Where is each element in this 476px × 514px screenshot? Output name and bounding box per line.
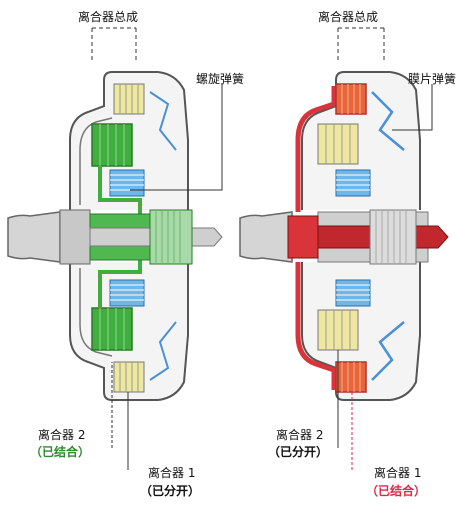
left-coil-spring-callout [130,84,223,191]
right-assembly-bracket [337,27,385,62]
coil-spring-label: 螺旋弹簧 [196,72,245,86]
right-housing-top [301,71,421,210]
right-diaphragm-top [371,91,405,151]
right-clutch2-label: 离合器 2 [276,428,324,442]
left-clutch2-state: （已结合） [30,445,91,459]
left-shaft [7,209,223,265]
right-clutch2-plates-bottom [317,309,359,351]
right-clutch-assembly [239,27,449,470]
left-diaphragm-bottom [149,321,177,381]
left-coil-spring-bottom [109,279,145,307]
right-clutch1-state: （已结合） [366,484,427,498]
right-diaphragm-callout [392,84,433,131]
right-clutch2-plates-top [317,123,359,165]
diaphragm-spring-label: 膜片弹簧 [408,72,457,86]
left-clutch1-plates-bottom [113,361,145,393]
right-assembly-label: 离合器总成 [318,10,379,24]
left-clutch2-plates-top [91,123,142,215]
right-coil-spring-top [335,169,371,197]
left-inner-line-top [79,117,113,205]
left-clutch1-label: 离合器 1 [148,466,196,480]
right-diaphragm-bottom [371,321,405,381]
left-diaphragm-top [149,91,177,151]
right-engaged-path-top [295,86,337,212]
right-coil-spring-bottom [335,279,371,307]
left-coil-spring-top [109,169,145,197]
left-inner-line-bottom [79,268,113,357]
left-assembly-label: 离合器总成 [78,10,139,24]
right-clutch1-plates-top [335,83,367,115]
left-clutch-assembly [7,27,223,470]
left-assembly-bracket [91,27,137,62]
right-shaft [239,209,449,265]
left-clutch1-state: （已分开） [140,484,201,498]
left-clutch2-plates-bottom [91,258,142,351]
left-clutch1-plates-top [113,83,145,115]
right-clutch1-plates-bottom [335,361,367,393]
left-clutch2-label: 离合器 2 [38,428,86,442]
right-clutch1-label: 离合器 1 [374,466,422,480]
right-engaged-path-bottom [295,262,337,390]
right-clutch2-state: （已分开） [268,445,329,459]
